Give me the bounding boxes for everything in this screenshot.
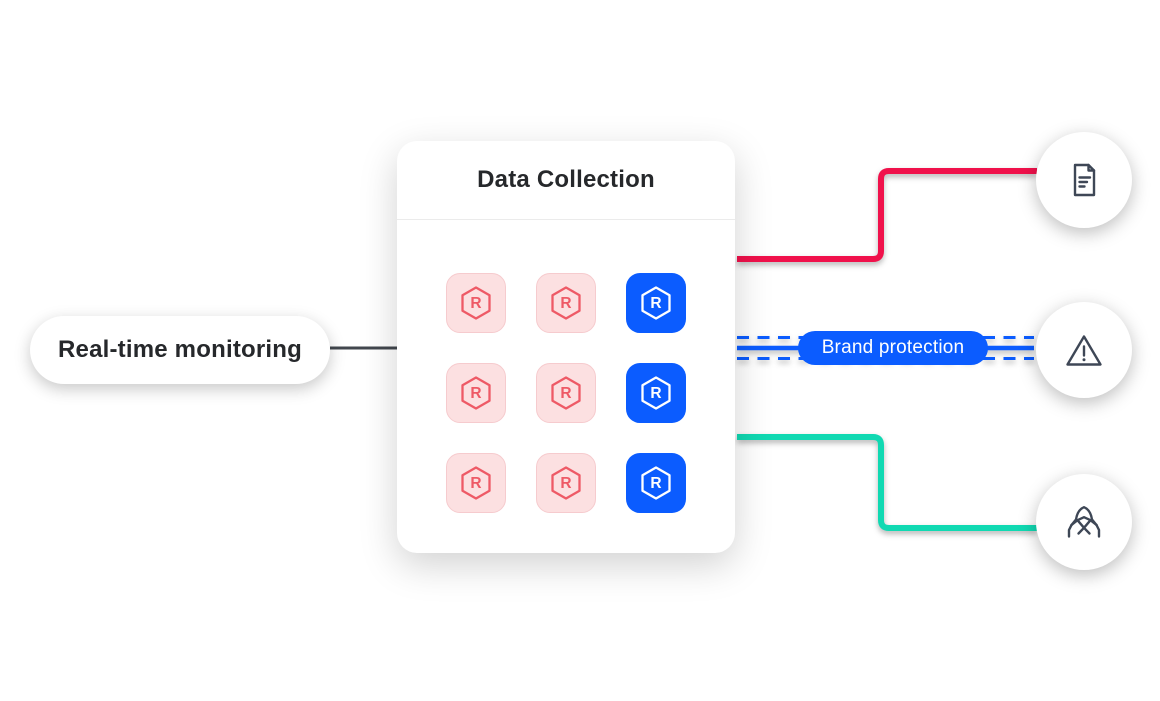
svg-text:R: R [470, 295, 481, 312]
registered-hexagon-icon: R [641, 376, 671, 410]
svg-text:R: R [560, 475, 571, 492]
endpoint-hacker-circle [1036, 474, 1132, 570]
documents-connector-line [737, 168, 1037, 262]
svg-text:R: R [650, 475, 661, 492]
registered-hexagon-icon: R [551, 286, 581, 320]
registered-mark-tile-pink: R [446, 453, 506, 513]
svg-text:R: R [470, 385, 481, 402]
document-icon [1073, 163, 1096, 197]
svg-text:R: R [470, 475, 481, 492]
registered-hexagon-icon: R [551, 466, 581, 500]
endpoint-warning-circle [1036, 302, 1132, 398]
brand-protection-text: Brand protection [821, 337, 965, 358]
registered-hexagon-icon: R [641, 466, 671, 500]
svg-text:R: R [650, 295, 661, 312]
hooded-hacker-icon [1067, 506, 1101, 538]
registered-hexagon-icon: R [461, 286, 491, 320]
card-title: Data Collection [477, 166, 655, 193]
registered-mark-tile-blue: R [626, 363, 686, 423]
registered-hexagon-icon: R [641, 286, 671, 320]
registered-hexagon-icon: R [551, 376, 581, 410]
registered-mark-tile-blue: R [626, 273, 686, 333]
registered-mark-tile-pink: R [536, 453, 596, 513]
registered-mark-tile-pink: R [536, 363, 596, 423]
data-collection-card: Data Collection R R R R R R R R R [397, 141, 735, 553]
svg-text:R: R [560, 385, 571, 402]
icon-grid: R R R R R R R R R [397, 220, 735, 554]
endpoint-documents-circle [1036, 132, 1132, 228]
svg-text:R: R [560, 295, 571, 312]
registered-mark-tile-pink: R [446, 363, 506, 423]
threat-connector-line [737, 434, 1037, 531]
brand-protection-badge: Brand protection [798, 331, 988, 365]
registered-hexagon-icon: R [461, 376, 491, 410]
card-header: Data Collection [397, 141, 735, 220]
registered-mark-tile-blue: R [626, 453, 686, 513]
real-time-monitoring-text: Real-time monitoring [57, 336, 302, 363]
registered-mark-tile-pink: R [446, 273, 506, 333]
registered-mark-tile-pink: R [536, 273, 596, 333]
warning-triangle-icon [1066, 335, 1102, 366]
real-time-monitoring-label: Real-time monitoring [30, 316, 330, 384]
svg-text:R: R [650, 385, 661, 402]
registered-hexagon-icon: R [461, 466, 491, 500]
